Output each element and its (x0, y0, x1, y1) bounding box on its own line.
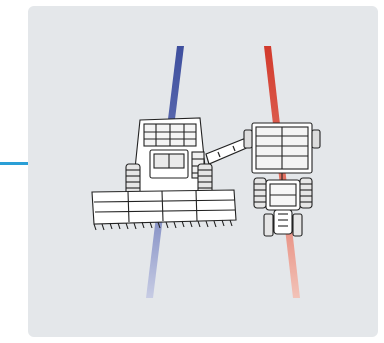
illustration-panel (28, 6, 378, 337)
connector-line (0, 162, 30, 165)
tractor-grain-cart-icon (244, 123, 320, 236)
harvest-scene (28, 6, 378, 337)
combine-harvester-icon (92, 118, 236, 230)
